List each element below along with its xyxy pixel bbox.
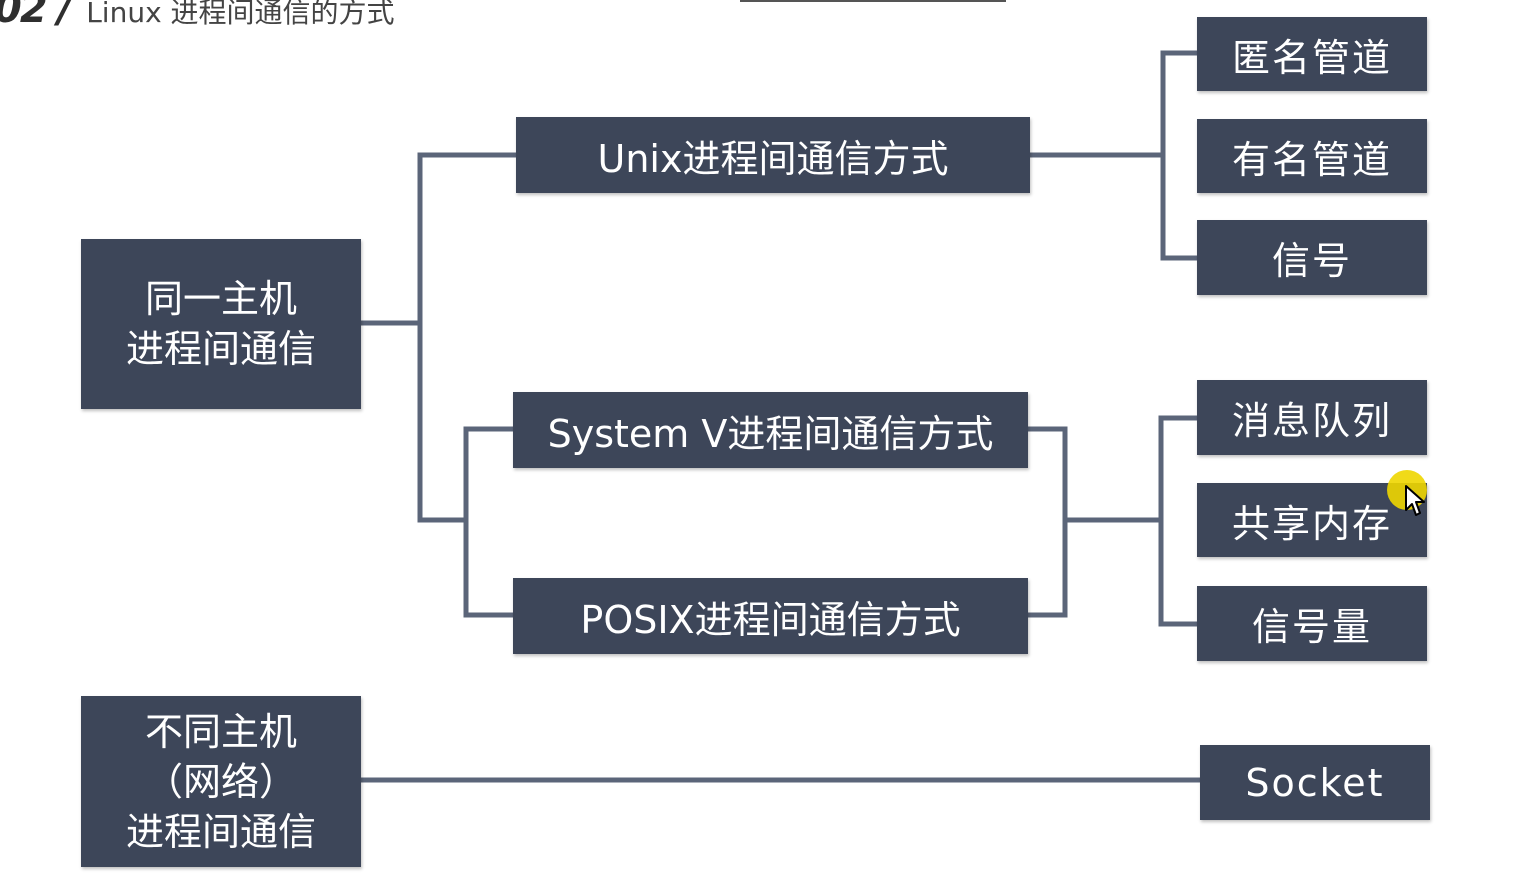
node-diff-host-line3: 进程间通信 xyxy=(125,809,316,854)
node-same-host-ipc: 同一主机 进程间通信 xyxy=(81,239,361,409)
node-same-host-line1: 同一主机 xyxy=(144,277,297,321)
node-semaphore-label: 信号量 xyxy=(1251,605,1372,649)
node-semaphore: 信号量 xyxy=(1197,586,1427,661)
node-unix-ipc: Unix进程间通信方式 xyxy=(516,117,1030,193)
node-anonymous-pipe: 匿名管道 xyxy=(1197,17,1427,91)
node-posix-ipc: POSIX进程间通信方式 xyxy=(513,578,1028,654)
node-same-host-line2: 进程间通信 xyxy=(125,327,316,371)
node-unix-ipc-label: Unix进程间通信方式 xyxy=(597,136,949,181)
connector-root-to-unix xyxy=(361,152,516,326)
connector-unix-bracket xyxy=(1160,50,1197,261)
node-different-host-ipc: 不同主机 （网络） 进程间通信 xyxy=(81,696,361,867)
node-system-v-ipc-label: System V进程间通信方式 xyxy=(547,411,994,456)
slide-header: 02 / Linux 进程间通信的方式 xyxy=(0,0,395,32)
node-diff-host-line1: 不同主机 xyxy=(144,709,297,754)
node-named-pipe-label: 有名管道 xyxy=(1231,137,1392,182)
node-message-queue-label: 消息队列 xyxy=(1231,399,1392,443)
node-signal: 信号 xyxy=(1197,220,1427,295)
node-signal-label: 信号 xyxy=(1271,239,1352,283)
section-number: 02 / xyxy=(0,0,72,32)
node-socket: Socket xyxy=(1200,745,1430,820)
connector-root-to-sysv-posix xyxy=(417,323,466,523)
node-diff-host-line2: （网络） xyxy=(144,759,297,804)
connector-bracket-sysv-posix xyxy=(463,426,513,618)
node-system-v-ipc: System V进程间通信方式 xyxy=(513,392,1028,468)
node-shared-memory-label: 共享内存 xyxy=(1231,501,1392,546)
slide-title: Linux 进程间通信的方式 xyxy=(86,0,395,29)
node-named-pipe: 有名管道 xyxy=(1197,119,1427,193)
connector-ipc-bracket xyxy=(1158,415,1197,627)
node-posix-ipc-label: POSIX进程间通信方式 xyxy=(580,597,961,642)
node-anonymous-pipe-label: 匿名管道 xyxy=(1231,35,1392,80)
mouse-cursor-icon xyxy=(1405,485,1425,516)
node-socket-label: Socket xyxy=(1245,760,1385,805)
connector-sysv-posix-join xyxy=(1028,426,1068,618)
node-message-queue: 消息队列 xyxy=(1197,380,1427,455)
top-divider xyxy=(740,0,1006,2)
